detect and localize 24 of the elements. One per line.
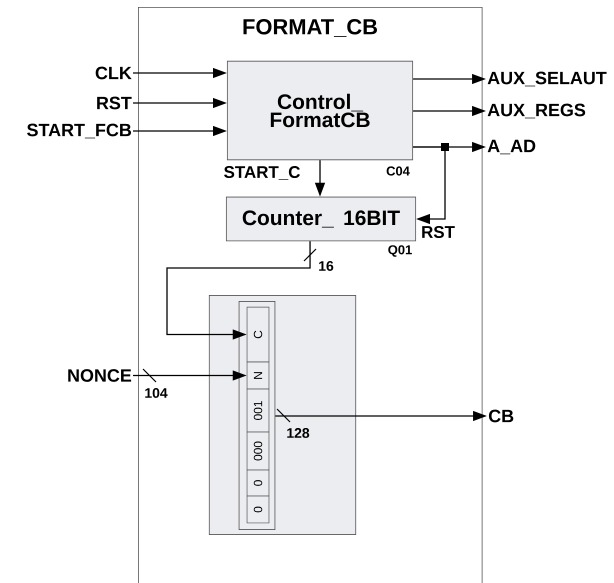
signal-name: A_AD [488, 140, 536, 154]
block-box: Counter_ 16BIT [226, 196, 416, 242]
register-field: 000 [246, 432, 270, 470]
edge-label: 128 [285, 427, 311, 439]
module-title: FORMAT_CB [244, 19, 377, 37]
register-field: 0 [246, 496, 270, 524]
register-field: 001 [246, 388, 270, 432]
block-box: Control_ FormatCB [226, 60, 414, 160]
edge-label: 16 [317, 260, 335, 272]
signal-name: RST [97, 96, 132, 110]
arrow [413, 146, 446, 224]
register-field: 0 [246, 470, 270, 496]
signal-name: NONCE [68, 369, 132, 382]
signal-name: AUX_SELAUT [488, 72, 607, 86]
signal-name: CLK [96, 66, 132, 80]
signal-name: AUX_REGS [488, 104, 586, 118]
register-field: N [246, 362, 270, 390]
block-id: C04 [386, 166, 410, 176]
signal-name: CB [488, 410, 514, 422]
block-id: Q01 [388, 245, 412, 257]
signal-name: START_FCB [27, 124, 131, 138]
edge-label: RST [420, 225, 456, 239]
edge-label: START_C [222, 165, 302, 181]
edge-label: 104 [143, 387, 169, 399]
